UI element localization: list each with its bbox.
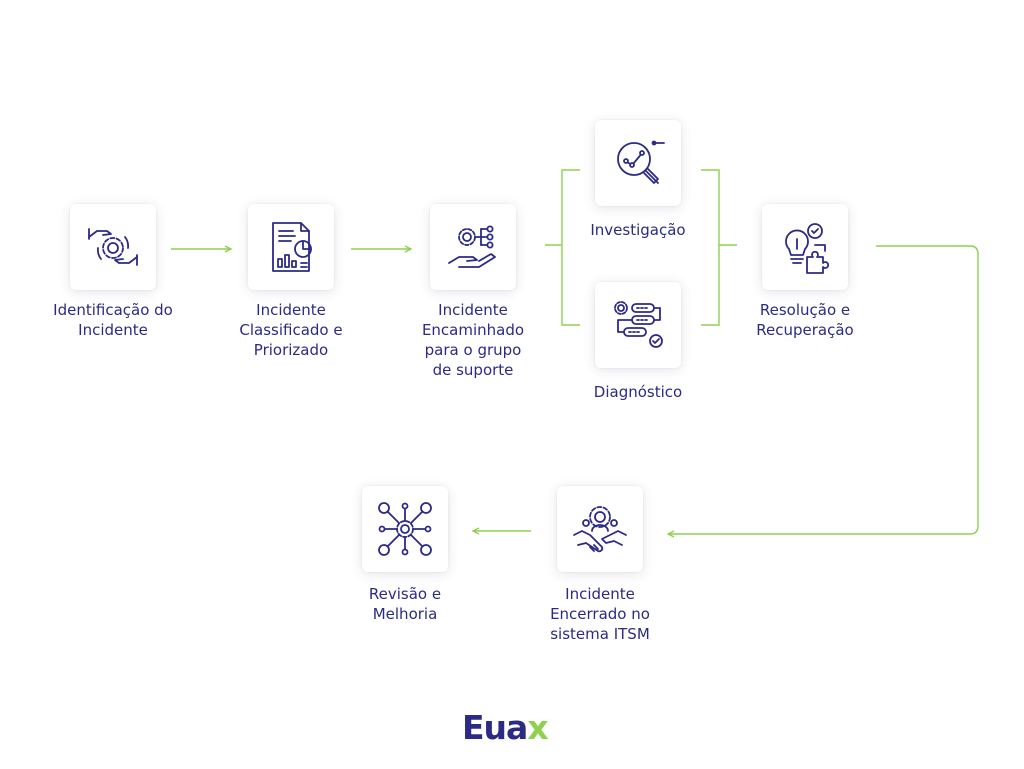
step-closed-label: Incidente Encerrado no sistema ITSM: [550, 585, 650, 643]
hands-gear-icon: [88, 228, 138, 266]
arrow-resolution-to-closed: [668, 245, 979, 534]
process-flow-icon: [614, 301, 663, 348]
euax-logo: Euax: [462, 708, 549, 747]
step-review-card: [362, 486, 448, 572]
step-review-label: Revisão e Melhoria: [368, 585, 442, 623]
network-hub-icon: [378, 502, 432, 556]
step-diagnosis-card: [595, 282, 681, 368]
magnifier-analytics-icon: [617, 140, 665, 184]
step-resolution-card: [762, 204, 848, 290]
step-resolution-label: Resolução e Recuperação: [756, 301, 854, 339]
step-routed-card: [430, 204, 516, 290]
hand-network-gear-icon: [448, 225, 496, 268]
logo-text: Eua: [462, 708, 528, 747]
step-investigation-label: Investigação: [590, 221, 686, 239]
step-classified-card: [248, 204, 334, 290]
step-routed-label: Incidente Encaminhado para o grupo de su…: [421, 301, 525, 379]
bracket-right: [701, 169, 720, 326]
step-classified-label: Incidente Classificado e Priorizado: [239, 301, 343, 359]
bulb-puzzle-icon: [785, 223, 830, 274]
step-diagnosis-label: Diagnóstico: [593, 383, 683, 401]
step-identification-label: Identificação do Incidente: [53, 301, 173, 339]
step-closed-card: [557, 486, 643, 572]
handshake-team-icon: [573, 506, 627, 553]
logo-x-mark: x: [527, 708, 548, 747]
report-chart-icon: [272, 222, 312, 272]
bracket-left: [561, 169, 580, 326]
step-identification-card: [70, 204, 156, 290]
step-investigation-card: [595, 120, 681, 206]
